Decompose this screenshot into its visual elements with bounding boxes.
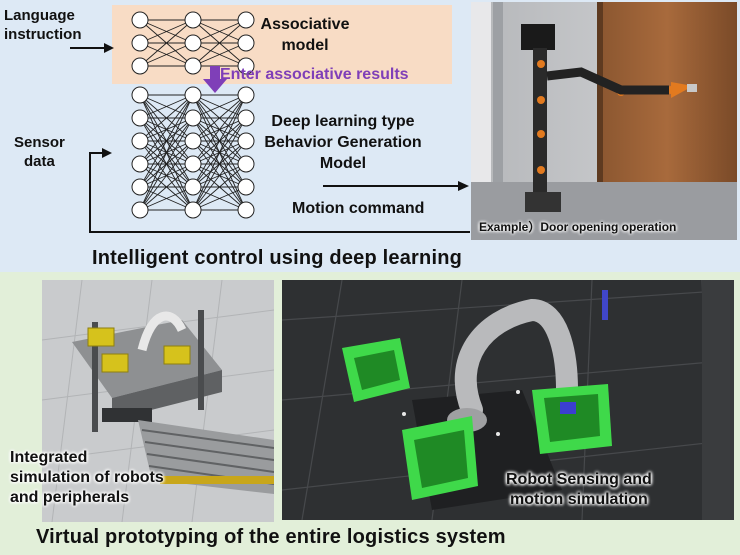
nn-node [131,132,149,150]
integrated-simulation-photo [42,280,274,522]
nn-node [184,155,202,173]
behavior-label-line-1: Deep learning type [271,113,415,130]
behavior-generation-model-label: Deep learning type Behavior Generation M… [236,111,450,174]
sensing-motion-simulation-photo [282,280,734,520]
sensor-feedback-arrow-icon [89,148,470,233]
integrated-simulation-caption: Integrated simulation of robots and peri… [10,448,164,508]
nn-connection [192,19,247,67]
nn-node [131,11,149,29]
behavior-label-line-2: Behavior Generation [264,134,422,151]
nn-node [131,34,149,52]
enter-results-arrow-icon [203,66,227,93]
motion-command-arrow-icon [323,181,469,191]
language-instruction-label: Language instruction [4,6,82,44]
bottom-heading: Virtual prototyping of the entire logist… [36,526,506,548]
nn-connection [139,140,194,211]
left-caption-line-3: and peripherals [10,489,130,506]
nn-connection [192,94,247,142]
nn-connection [192,94,247,211]
associative-model-label: Associative model [250,14,360,56]
data-label-line: data [24,153,55,170]
nn-connection [139,94,194,211]
model-label-line: model [281,37,329,54]
nn-node [237,11,255,29]
left-caption-line-2: simulation of robots [10,469,164,486]
nn-node [184,11,202,29]
nn-node [184,178,202,196]
top-heading: Intelligent control using deep learning [92,247,463,269]
nn-node [237,109,255,127]
nn-connection [139,186,194,211]
nn-node [184,132,202,150]
nn-node [237,132,255,150]
nn-connection [139,94,194,165]
green-bin-left [342,338,410,402]
nn-connection [139,117,194,211]
language-input-arrow-icon [70,43,114,53]
nn-connection [192,163,247,211]
nn-node [184,57,202,75]
nn-connection [192,94,247,119]
nn-connection [139,94,194,142]
robot-picking-simulation-illustration [282,280,734,520]
nn-node [131,201,149,219]
nn-node [237,155,255,173]
neural-network-diagram [70,11,470,233]
nn-connection [139,94,194,188]
example-caption: Example）Door opening operation [479,220,677,234]
left-caption-line-1: Integrated [10,449,88,466]
nn-connection [139,19,194,67]
nn-node [131,178,149,196]
associative-label-line: Associative [260,16,350,33]
nn-connection [192,186,247,211]
nn-connection [139,163,194,211]
sensing-motion-caption: Robot Sensing and motion simulation [506,470,652,510]
nn-connection [192,140,247,211]
robot-arm-door-illustration [471,2,737,240]
nn-connection [192,19,247,44]
nn-node [237,57,255,75]
nn-node [184,201,202,219]
nn-connection [192,94,247,165]
behavior-label-line-3: Model [319,155,367,172]
green-bin-right [532,384,612,454]
nn-node [131,109,149,127]
sensor-label-line: Sensor [14,134,65,151]
nn-connection [192,117,247,211]
language-label-line: Language [4,7,75,24]
nn-node [184,86,202,104]
sensor-data-label: Sensor data [14,133,65,171]
right-caption-line-2: motion simulation [510,491,648,508]
nn-connection [192,42,247,67]
nn-connection [139,42,194,67]
nn-node [237,201,255,219]
nn-node [237,178,255,196]
instruction-label-line: instruction [4,26,82,43]
green-bin-front [402,416,478,500]
motion-command-label: Motion command [292,200,425,217]
nn-node [131,57,149,75]
nn-node [131,86,149,104]
nn-node [237,34,255,52]
door-opening-robot-photo: Example）Door opening operation [471,2,737,240]
nn-connection [192,94,247,188]
nn-node [184,109,202,127]
nn-node [237,86,255,104]
nn-node [131,155,149,173]
warehouse-simulation-illustration [42,280,274,522]
nn-connection [139,94,194,119]
enter-associative-results-label: Enter associative results [220,66,409,83]
nn-node [184,34,202,52]
nn-connection [139,19,194,44]
right-caption-line-1: Robot Sensing and [506,471,652,488]
